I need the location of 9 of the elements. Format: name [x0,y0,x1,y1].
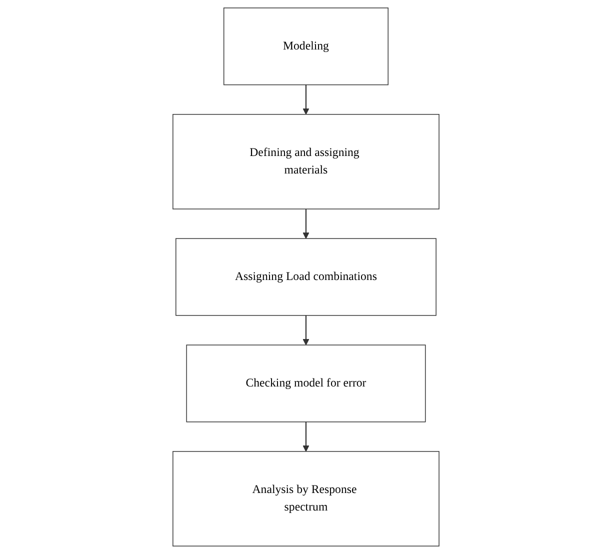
arrow [302,422,309,452]
node-box: Defining and assigning materials [172,114,439,210]
arrow [302,315,309,346]
node-box: Modeling [222,8,388,86]
node-box: Checking model for error [186,344,426,422]
arrow [302,84,309,115]
arrow [302,208,309,239]
node-box: Analysis by Response spectrum [172,451,439,546]
node-box: Assigning Load combinations [175,238,436,316]
